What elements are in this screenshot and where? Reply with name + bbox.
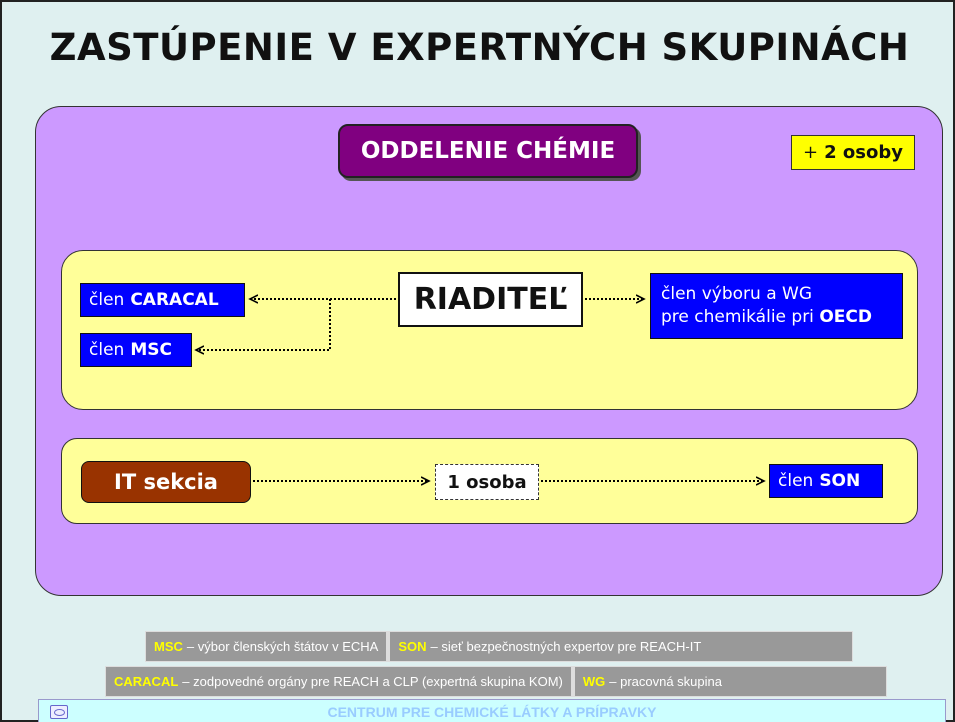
member-caracal-prefix: člen bbox=[89, 290, 125, 310]
legend-caracal: CARACAL – zodpovedné orgány pre REACH a … bbox=[106, 667, 571, 696]
member-msc: člen MSC bbox=[80, 333, 192, 367]
member-oecd-name: OECD bbox=[819, 307, 872, 327]
page-title: ZASTÚPENIE V EXPERTNÝCH SKUPINÁCH bbox=[49, 26, 910, 69]
footer-bar: CENTRUM PRE CHEMICKÉ LÁTKY A PRÍPRAVKY bbox=[38, 699, 946, 722]
it-section-box: IT sekcia bbox=[81, 461, 251, 503]
member-oecd-line1: člen výboru a WG bbox=[661, 284, 812, 304]
legend-wg: WG – pracovná skupina bbox=[575, 667, 730, 696]
member-oecd-line2-prefix: pre chemikálie pri bbox=[661, 307, 814, 327]
member-son-name: SON bbox=[819, 471, 861, 491]
member-msc-prefix: člen bbox=[89, 340, 125, 360]
member-son: člen SON bbox=[769, 464, 883, 498]
legend-son-text: – sieť bezpečnostných expertov pre REACH… bbox=[430, 639, 702, 654]
legend-row-1: MSC – výbor členských štátov v ECHA SON … bbox=[145, 631, 853, 662]
legend-son: SON – sieť bezpečnostných expertov pre R… bbox=[390, 632, 709, 661]
member-son-prefix: člen bbox=[778, 471, 814, 491]
legend-son-key: SON bbox=[398, 639, 427, 654]
centrum-logo-icon bbox=[50, 705, 68, 719]
legend-msc-text: – výbor členských štátov v ECHA bbox=[186, 639, 379, 654]
legend-caracal-key: CARACAL bbox=[114, 674, 179, 689]
member-caracal: člen CARACAL bbox=[80, 283, 245, 317]
persons-plus: + bbox=[803, 142, 819, 163]
persons-count: 2 osoby bbox=[824, 142, 903, 163]
persons-badge: + 2 osoby bbox=[791, 135, 915, 170]
one-person-box: 1 osoba bbox=[435, 464, 539, 500]
legend-row-2: CARACAL – zodpovedné orgány pre REACH a … bbox=[105, 666, 887, 697]
legend-msc-key: MSC bbox=[154, 639, 183, 654]
member-caracal-name: CARACAL bbox=[130, 290, 219, 310]
legend-msc: MSC – výbor členských štátov v ECHA bbox=[146, 632, 386, 661]
legend-wg-text: – pracovná skupina bbox=[609, 674, 722, 689]
member-oecd: člen výboru a WG pre chemikálie pri OECD bbox=[650, 273, 903, 339]
legend-divider bbox=[570, 667, 575, 696]
member-oecd-line2: pre chemikálie pri OECD bbox=[661, 306, 872, 329]
footer-text: CENTRUM PRE CHEMICKÉ LÁTKY A PRÍPRAVKY bbox=[327, 704, 657, 720]
legend-caracal-text: – zodpovedné orgány pre REACH a CLP (exp… bbox=[182, 674, 563, 689]
member-msc-name: MSC bbox=[130, 340, 172, 360]
director-box: RIADITEĽ bbox=[398, 272, 583, 327]
legend-wg-key: WG bbox=[582, 674, 606, 689]
department-label: ODDELENIE CHÉMIE bbox=[338, 124, 638, 178]
legend-divider bbox=[386, 632, 391, 661]
